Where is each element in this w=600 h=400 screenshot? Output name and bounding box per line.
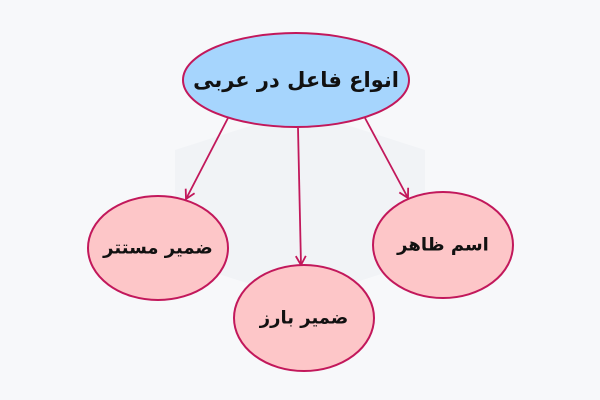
edge-root-to-hidden-pronoun [184,117,229,201]
edge-root-to-explicit-pronoun [295,127,307,267]
root-node-label: انواع فاعل در عربی [193,68,399,92]
edge-root-to-apparent-noun [364,117,410,200]
root-node [182,32,410,128]
child-node-explicit-pronoun-label: ضمیر بارز [259,307,349,329]
child-node-apparent-noun [372,191,514,299]
child-node-hidden-pronoun-label: ضمیر مستتر [103,237,213,259]
child-node-hidden-pronoun [87,195,229,301]
child-node-explicit-pronoun [233,264,375,372]
child-node-apparent-noun-label: اسم ظاهر [397,234,489,256]
